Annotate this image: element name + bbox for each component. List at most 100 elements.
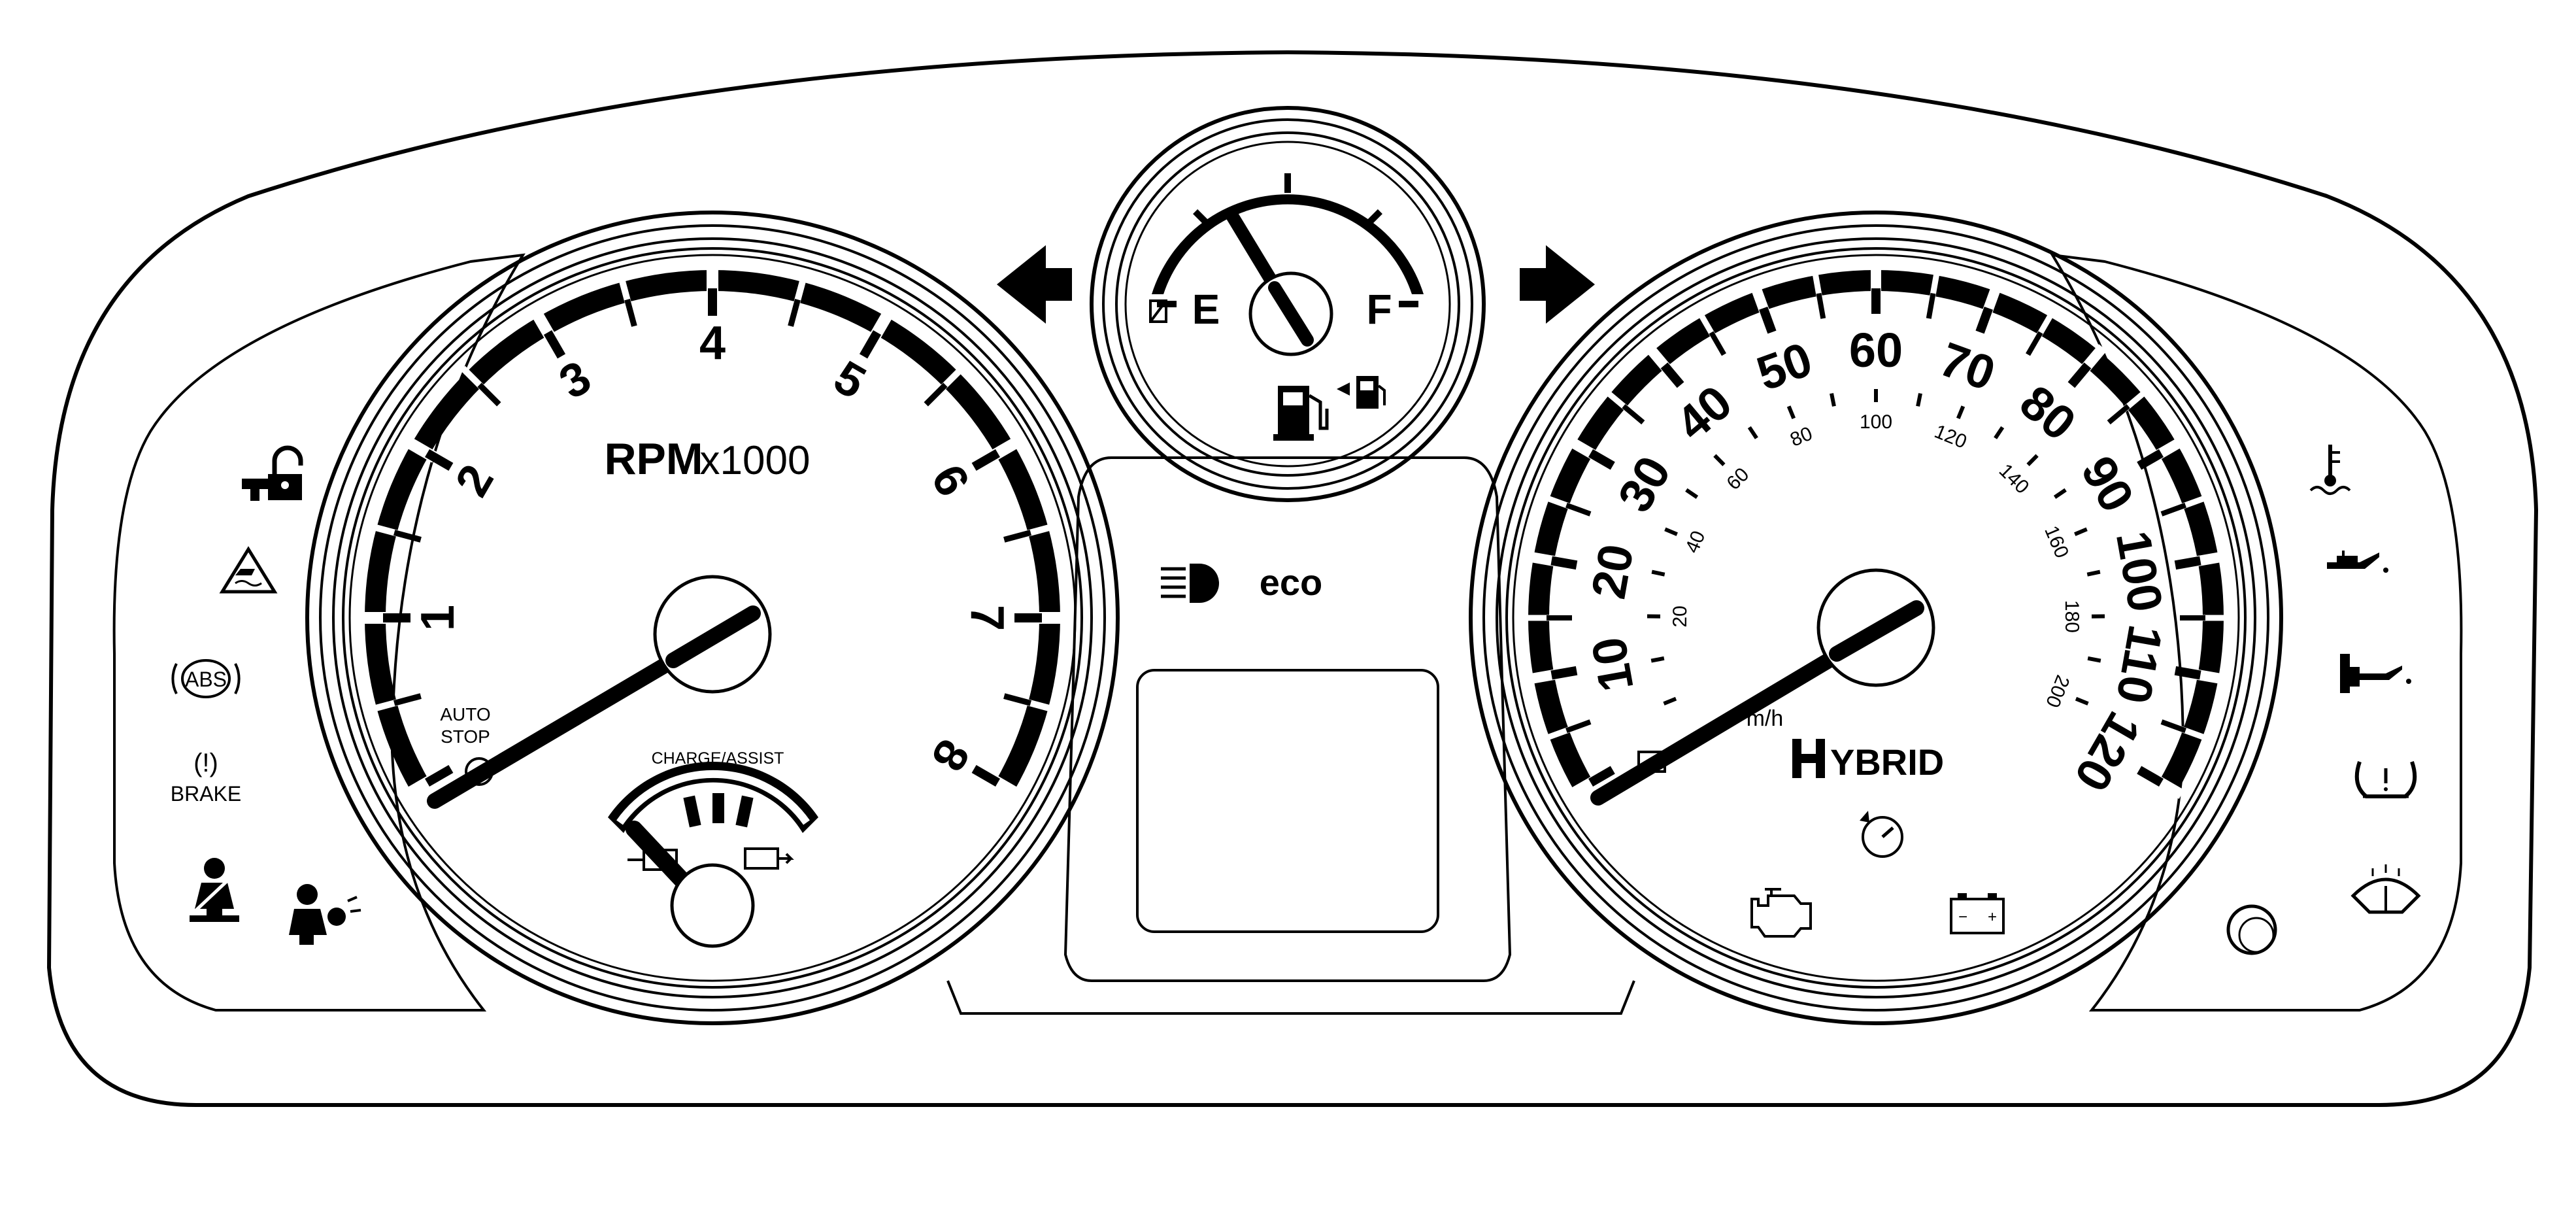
charge-assist-gauge: CHARGE/ASSIST (608, 749, 818, 948)
security-lock-icon (242, 445, 303, 501)
speedometer-kmh-tick (2074, 527, 2088, 536)
fuel-empty-label: E (1192, 286, 1220, 333)
speedometer-major-tick (2137, 766, 2164, 787)
tachometer-number: 6 (921, 456, 979, 505)
auto-stop-label-bottom: STOP (441, 726, 490, 747)
tachometer-major-tick (425, 764, 454, 787)
speedometer-minor-tick (1709, 331, 1726, 356)
airbag-icon (289, 884, 361, 945)
tachometer-number: 2 (446, 456, 504, 505)
speedometer-major-tick (2174, 556, 2201, 570)
tachometer-minor-tick (477, 382, 501, 407)
speedometer-minor-tick (2160, 719, 2186, 734)
speedometer-minor-tick (2026, 331, 2043, 356)
right-warning-lamps (2226, 445, 2421, 955)
brake-icon: (!) BRAKE (171, 749, 241, 806)
speedometer-minor-tick (1565, 719, 1592, 734)
headlamp-icon (1161, 564, 1219, 603)
tachometer-minor-tick (1003, 530, 1031, 543)
tachometer-unit: x1000 (700, 438, 811, 483)
fuel-full-label: F (1366, 286, 1392, 333)
fuel-pump-icon (1273, 386, 1329, 441)
speedometer-kmh-number: 100 (1860, 411, 1892, 433)
speedometer-minor-tick (1926, 292, 1936, 319)
speedometer-kmh-tick (1747, 426, 1758, 439)
speedometer-minor-tick (2107, 403, 2130, 425)
speedometer-kmh-number: 120 (1932, 420, 1970, 453)
brake-label: BRAKE (171, 782, 241, 806)
speedometer-kmh-tick (1651, 570, 1665, 577)
seatbelt-icon (190, 858, 239, 922)
speedometer-major-tick (1759, 307, 1777, 334)
speedometer-mph-number: 30 (1607, 447, 1681, 521)
tachometer-number: 7 (961, 605, 1013, 631)
speedometer-kmh-tick (1685, 488, 1699, 499)
speedometer-kmh-tick (2026, 454, 2039, 466)
speedometer-major-tick (1588, 766, 1615, 787)
speedometer-mph-scale (1523, 265, 2229, 799)
speedometer-kmh-number: 60 (1722, 464, 1753, 494)
cluster-housing (46, 50, 2539, 1107)
tachometer-title: RPM (604, 434, 703, 484)
speedometer-mph-number: 10 (1581, 633, 1644, 695)
speedometer-major-tick (1588, 449, 1615, 470)
speedometer-mph-number: 20 (1581, 540, 1644, 602)
trip-reset-knob-icon[interactable] (2226, 904, 2277, 955)
speedometer-minor-tick (1622, 403, 1645, 425)
assist-battery-icon (744, 847, 794, 870)
coolant-temp-icon (2309, 445, 2351, 495)
tachometer-scale (360, 265, 1065, 800)
brake-symbol: (!) (193, 749, 218, 777)
speedometer-mph-number: 120 (2064, 704, 2152, 800)
speedometer-kmh-tick (1786, 405, 1796, 420)
tachometer-major-tick (543, 330, 566, 359)
fuel-door-arrow-icon (1337, 376, 1386, 409)
hybrid-logo-text: YBRID (1830, 741, 1944, 783)
speedometer-kmh-number: 80 (1787, 422, 1815, 450)
speedometer-kmh-tick (1994, 426, 2005, 439)
traction-control-icon (219, 546, 278, 594)
tachometer-number: 4 (699, 317, 726, 369)
right-turn-arrow-icon (1520, 245, 1595, 324)
speedometer-kmh-number: 40 (1681, 528, 1709, 556)
abs-icon-text: ABS (185, 668, 227, 691)
speedometer-mph-number: 50 (1750, 332, 1819, 401)
tachometer-minor-tick (1003, 693, 1031, 706)
fuel-tick (1363, 209, 1382, 228)
tachometer-number: 5 (826, 351, 875, 409)
speedometer-mph-number: 60 (1849, 323, 1903, 377)
speedometer-minor-tick (1816, 292, 1826, 319)
tachometer-number: 8 (921, 731, 979, 780)
speedometer-kmh-tick (1713, 454, 1726, 466)
speedometer-kmh-number: 20 (1669, 605, 1691, 628)
tachometer-minor-tick (393, 530, 422, 543)
tachometer-number: 1 (412, 605, 464, 631)
battery-plus: + (1988, 908, 1997, 926)
fuel-tick-gap (1375, 198, 1394, 216)
tire-pressure-icon (2354, 761, 2417, 798)
tachometer-major-tick (425, 449, 454, 471)
battery-icon: − + (1950, 893, 2005, 934)
oil-pressure-icon (2327, 551, 2388, 573)
speedometer-mph-number: 70 (1933, 332, 2002, 401)
speedometer-kmh-tick (1650, 656, 1665, 663)
speedometer-kmh-number: 180 (2061, 600, 2083, 633)
fuel-gauge: E F (1090, 106, 1486, 502)
speedometer-major-tick (1660, 362, 1684, 388)
fuel-reserve-icon (1149, 299, 1167, 323)
tachometer-minor-tick (393, 693, 422, 706)
tachometer-major-tick (859, 330, 882, 359)
left-turn-arrow-icon (997, 245, 1072, 324)
tachometer-minor-tick (924, 382, 948, 407)
check-engine-icon (1750, 888, 1812, 938)
washer-fluid-icon (2350, 864, 2421, 914)
speedometer-major-tick (2067, 362, 2092, 388)
fuel-gauge-ticks (1143, 159, 1433, 308)
service-oil-icon (2340, 654, 2411, 693)
speedometer-major-tick (2137, 449, 2164, 470)
battery-minus: − (1958, 908, 1967, 926)
